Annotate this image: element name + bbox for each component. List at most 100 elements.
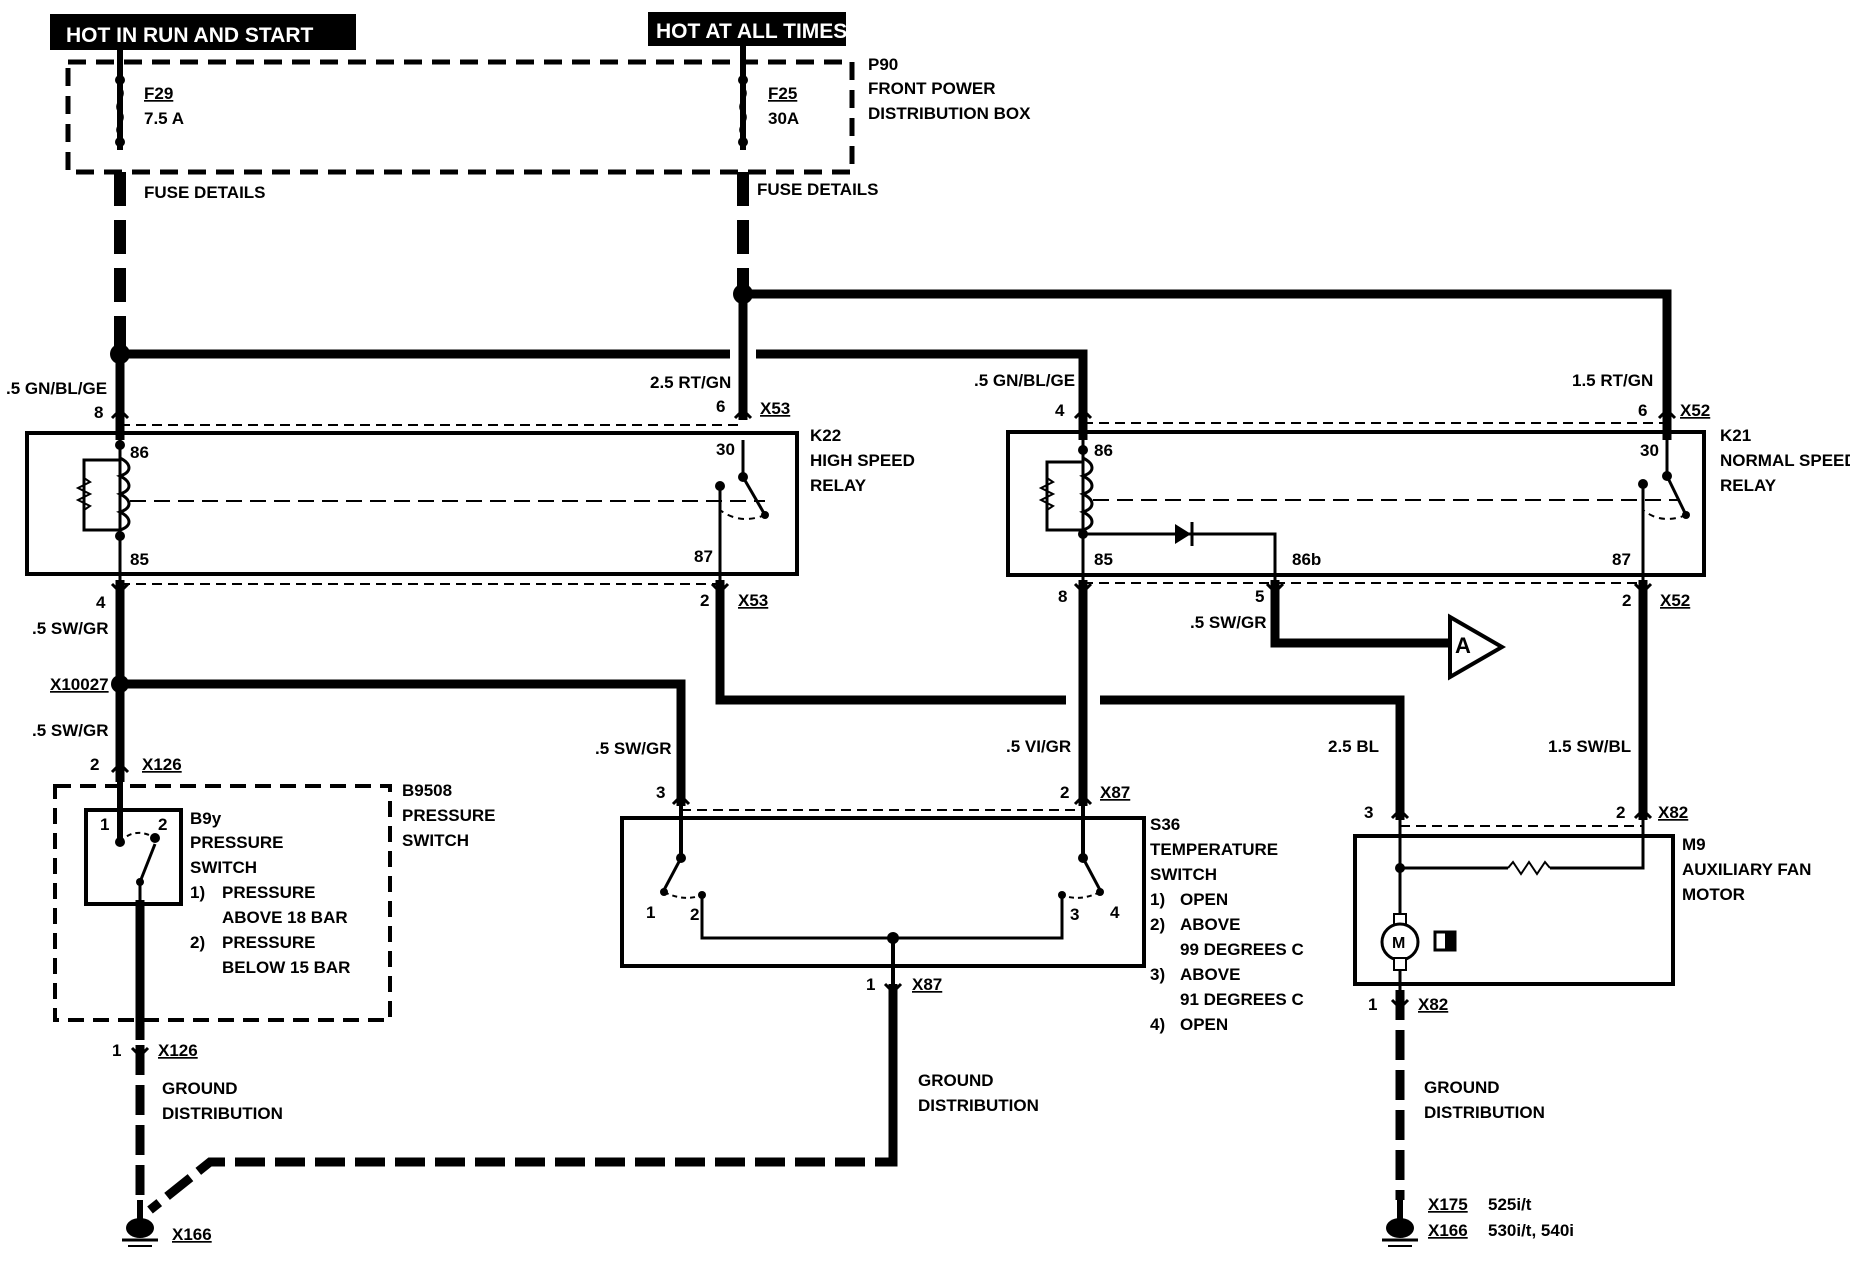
wire-label-bl-25: 2.5 BL (1328, 737, 1379, 756)
conn-x52-top: X52 (1680, 401, 1710, 420)
conn-x53-top: X53 (760, 399, 790, 418)
s36-line2: SWITCH (1150, 865, 1217, 884)
ground-right-line2: DISTRIBUTION (1424, 1103, 1545, 1122)
wire-label-gn-bl-ge-left: .5 GN/BL/GE (6, 379, 107, 398)
fuse-f25-id: F25 (768, 84, 797, 103)
m9-resistor-icon (1507, 860, 1551, 876)
pin-6-top-k21: 6 (1638, 401, 1647, 420)
pin-8-top: 8 (94, 403, 103, 422)
k22-coil-icon (116, 456, 131, 532)
conn-x166-left: X166 (172, 1225, 212, 1244)
s36-note3-a: ABOVE (1180, 965, 1240, 984)
s36-contact-left-icon (662, 857, 683, 891)
s36-contact-4: 4 (1110, 903, 1120, 922)
k21-pin-30: 30 (1640, 441, 1659, 460)
b9y-switch-box (84, 808, 183, 906)
pin-2-bot-k21: 2 (1622, 591, 1631, 610)
k21-pin-85: 85 (1094, 550, 1113, 569)
b9y-note2-a: PRESSURE (222, 933, 316, 952)
m9-line1: AUXILIARY FAN (1682, 860, 1811, 879)
s36-top-pin-3: 3 (656, 783, 665, 802)
conn-x166-right: X166 (1428, 1221, 1468, 1240)
b9y-note1-a: PRESSURE (222, 883, 316, 902)
b9508-box (53, 784, 392, 1022)
s36-note2-b: 99 DEGREES C (1180, 940, 1304, 959)
conn-x87-bot: X87 (912, 975, 942, 994)
m9-id: M9 (1682, 835, 1706, 854)
k22-line1: HIGH SPEED (810, 451, 915, 470)
k22-relay-box (25, 431, 799, 576)
conn-x52-bot: X52 (1660, 591, 1690, 610)
conn-x10027: X10027 (50, 675, 109, 694)
fuse-f29-id: F29 (144, 84, 173, 103)
ground-right-icon (1382, 1218, 1418, 1247)
wire-x10027-to-s36 (120, 679, 686, 806)
k21-coil-icon (1079, 456, 1094, 532)
s36-line1: TEMPERATURE (1150, 840, 1278, 859)
pin-5-bot-k21: 5 (1255, 587, 1264, 606)
pin-4-top-k21: 4 (1055, 401, 1065, 420)
m9-bot-pin-1: 1 (1368, 995, 1377, 1014)
conn-x175: X175 (1428, 1195, 1468, 1214)
s36-note4-num: 4) (1150, 1015, 1165, 1034)
m9-line2: MOTOR (1682, 885, 1745, 904)
offpage-a-label: A (1455, 633, 1471, 658)
b9508-line1: PRESSURE (402, 806, 496, 825)
ground-left-line2: DISTRIBUTION (162, 1104, 283, 1123)
b9y-pin-2: 2 (158, 815, 167, 834)
k22-pin-30: 30 (716, 440, 735, 459)
pin-8-bot-k21: 8 (1058, 587, 1067, 606)
pin-2-x126: 2 (90, 755, 99, 774)
k21-pin-87: 87 (1612, 550, 1631, 569)
k22-line2: RELAY (810, 476, 867, 495)
s36-id: S36 (1150, 815, 1180, 834)
s36-top-pin-2: 2 (1060, 783, 1069, 802)
p90-box (65, 59, 855, 175)
s36-note2-num: 2) (1150, 915, 1165, 934)
conn-x53-bot: X53 (738, 591, 768, 610)
k21-pin-86b: 86b (1292, 550, 1321, 569)
s36-bot-pin-1: 1 (866, 975, 875, 994)
wire-label-sw-bl-15: 1.5 SW/BL (1548, 737, 1631, 756)
wire-86b-to-offpage (1270, 580, 1450, 648)
fuse-f29-rating: 7.5 A (144, 109, 184, 128)
b9y-note2-num: 2) (190, 933, 205, 952)
conn-x175-note: 525i/t (1488, 1195, 1532, 1214)
wire-label-rt-gn-15: 1.5 RT/GN (1572, 371, 1653, 390)
wire-label-rt-gn-25: 2.5 RT/GN (650, 373, 731, 392)
s36-note2-a: ABOVE (1180, 915, 1240, 934)
wire-label-sw-gr-3: .5 SW/GR (32, 721, 109, 740)
s36-contact-2: 2 (690, 905, 699, 924)
fuse-f25-icon (739, 86, 747, 136)
b9y-note1-num: 1) (190, 883, 205, 902)
wire-ground-join (147, 1150, 898, 1214)
pin-6-top-k22: 6 (716, 397, 725, 416)
fuse-f25-rating: 30A (768, 109, 799, 128)
k22-pin-87: 87 (694, 547, 713, 566)
k22-pin-86: 86 (130, 443, 149, 462)
wire-label-gn-bl-ge-mid: .5 GN/BL/GE (974, 371, 1075, 390)
k21-line2: RELAY (1720, 476, 1777, 495)
k21-relay-box (1006, 430, 1706, 577)
b9508-line2: SWITCH (402, 831, 469, 850)
wire-label-vi-gr: .5 VI/GR (1006, 737, 1071, 756)
k21-id: K21 (1720, 426, 1751, 445)
b9508-id: B9508 (402, 781, 452, 800)
conn-x87-top: X87 (1100, 783, 1130, 802)
s36-contact-3: 3 (1070, 905, 1079, 924)
m9-motor-symbol: M (1392, 935, 1405, 952)
fuse-f29-icon (116, 86, 124, 136)
s36-note4: OPEN (1180, 1015, 1228, 1034)
header-run-start: HOT IN RUN AND START (66, 24, 313, 47)
header-run-start-bg (50, 14, 356, 50)
wire-label-sw-gr-4: .5 SW/GR (595, 739, 672, 758)
k21-diode-icon (1175, 524, 1191, 544)
k21-contact-icon (1665, 475, 1688, 516)
b9y-line1: PRESSURE (190, 833, 284, 852)
s36-note1-num: 1) (1150, 890, 1165, 909)
s36-contact-1: 1 (646, 903, 655, 922)
pin-2-bot-k22: 2 (700, 591, 709, 610)
k21-pin-86: 86 (1094, 441, 1113, 460)
ground-left-icon (122, 1200, 158, 1247)
